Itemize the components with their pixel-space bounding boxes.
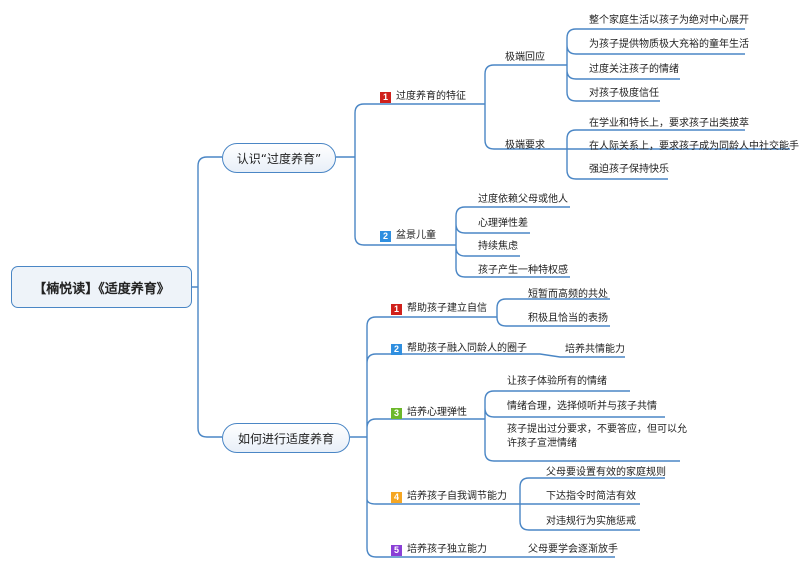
topic-self-regulation[interactable]: 4 培养孩子自我调节能力 [391, 491, 507, 503]
root-title: 【楠悦读】《适度养育》 [33, 281, 170, 297]
leaf-item[interactable]: 在人际关系上，要求孩子成为同龄人中社交能手 [589, 141, 799, 152]
topic-label: 盆景儿童 [396, 230, 436, 241]
branch-label: 认识“过度养育” [236, 151, 322, 166]
topic-label: 帮助孩子建立自信 [407, 303, 487, 314]
topic-bonsai-children[interactable]: 2 盆景儿童 [380, 230, 436, 242]
topic-label: 培养孩子独立能力 [407, 544, 487, 555]
branch-how-to-moderate-parenting[interactable]: 如何进行适度养育 [222, 423, 350, 453]
connector-branch1 [336, 103, 485, 246]
leaf-item[interactable]: 父母要设置有效的家庭规则 [546, 467, 666, 478]
leaf-item[interactable]: 心理弹性差 [478, 218, 528, 229]
connector-self-regulation [519, 477, 665, 531]
priority-2-icon: 2 [391, 344, 402, 355]
connector-branch2 [350, 316, 625, 558]
connector-extreme-response [560, 28, 745, 102]
connector-bonsai [450, 206, 570, 278]
topic-build-confidence[interactable]: 1 帮助孩子建立自信 [391, 303, 487, 315]
topic-label: 培养孩子自我调节能力 [407, 491, 507, 502]
priority-4-icon: 4 [391, 492, 402, 503]
leaf-item[interactable]: 下达指令时简洁有效 [546, 491, 636, 502]
connector-features [484, 64, 560, 150]
root-node[interactable]: 【楠悦读】《适度养育》 [11, 266, 192, 308]
connector-confidence [496, 298, 610, 327]
leaf-item[interactable]: 持续焦虑 [478, 241, 518, 252]
leaf-item[interactable]: 培养共情能力 [565, 344, 625, 355]
leaf-item[interactable]: 对违规行为实施惩戒 [546, 516, 636, 527]
topic-label: 培养心理弹性 [407, 407, 467, 418]
priority-1-icon: 1 [380, 92, 391, 103]
leaf-item[interactable]: 强迫孩子保持快乐 [589, 164, 669, 175]
leaf-item[interactable]: 孩子产生一种特权感 [478, 265, 568, 276]
leaf-item[interactable]: 过度依赖父母或他人 [478, 194, 568, 205]
leaf-item[interactable]: 过度关注孩子的情绪 [589, 64, 679, 75]
leaf-item[interactable]: 短暂而高频的共处 [528, 289, 608, 300]
topic-extreme-demand[interactable]: 极端要求 [505, 140, 545, 152]
priority-5-icon: 5 [391, 545, 402, 556]
topic-overparenting-features[interactable]: 1 过度养育的特征 [380, 91, 466, 103]
leaf-item[interactable]: 为孩子提供物质极大充裕的童年生活 [589, 39, 749, 50]
leaf-item[interactable]: 孩子提出过分要求，不要答应，但可以允许孩子宣泄情绪 [507, 424, 687, 449]
connector-root-branches [192, 156, 222, 438]
priority-3-icon: 3 [391, 408, 402, 419]
topic-extreme-response[interactable]: 极端回应 [505, 52, 545, 64]
topic-label: 极端要求 [505, 140, 545, 151]
priority-2-icon: 2 [380, 231, 391, 242]
topic-label: 过度养育的特征 [396, 91, 466, 102]
leaf-item[interactable]: 整个家庭生活以孩子为绝对中心展开 [589, 15, 749, 26]
connector-resilience [484, 390, 680, 462]
branch-understanding-overparenting[interactable]: 认识“过度养育” [222, 143, 336, 173]
topic-independence[interactable]: 5 培养孩子独立能力 [391, 544, 487, 556]
leaf-item[interactable]: 让孩子体验所有的情绪 [507, 376, 607, 387]
topic-label: 极端回应 [505, 52, 545, 63]
leaf-item[interactable]: 对孩子极度信任 [589, 88, 659, 99]
topic-psychological-resilience[interactable]: 3 培养心理弹性 [391, 407, 467, 419]
leaf-item[interactable]: 父母要学会逐渐放手 [528, 544, 618, 555]
connector-extreme-demand [560, 129, 790, 180]
leaf-item[interactable]: 情绪合理，选择倾听并与孩子共情 [507, 401, 657, 412]
leaf-item[interactable]: 在学业和特长上，要求孩子出类拔萃 [589, 118, 749, 129]
topic-join-peer-circle[interactable]: 2 帮助孩子融入同龄人的圈子 [391, 343, 527, 355]
leaf-item[interactable]: 积极且恰当的表扬 [528, 313, 608, 324]
priority-1-icon: 1 [391, 304, 402, 315]
topic-label: 帮助孩子融入同龄人的圈子 [407, 343, 527, 354]
branch-label: 如何进行适度养育 [237, 431, 334, 446]
